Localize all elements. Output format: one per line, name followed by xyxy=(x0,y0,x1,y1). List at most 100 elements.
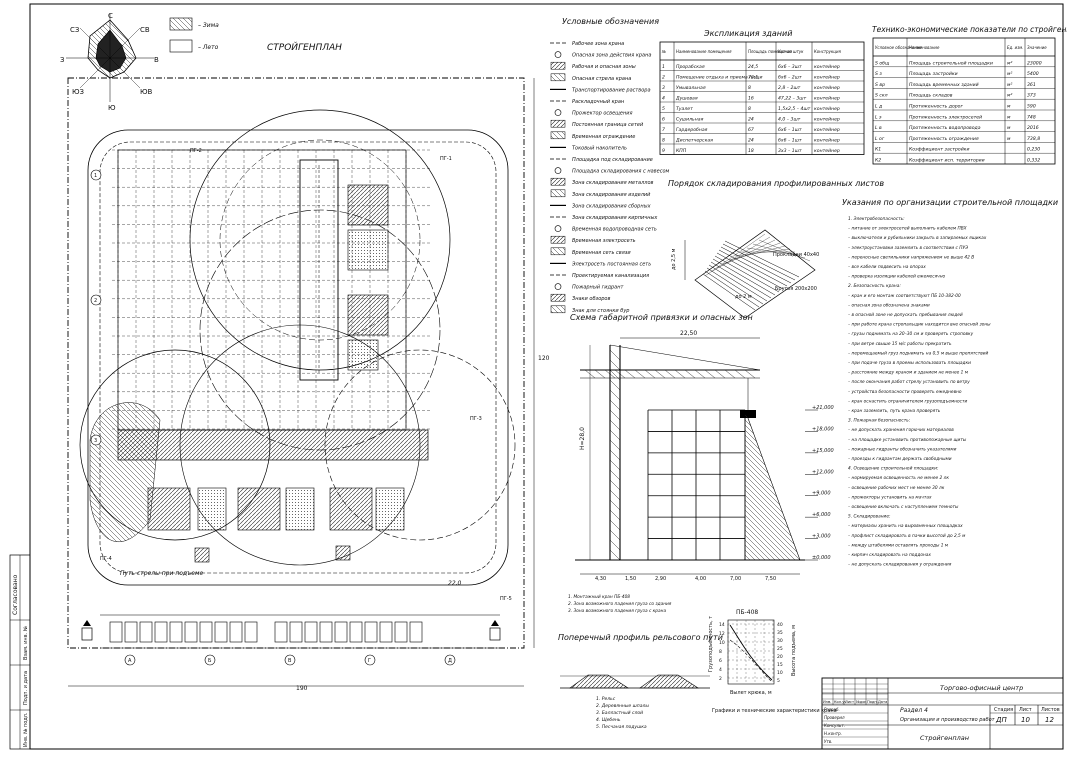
stamp-col-label: Подп. xyxy=(867,700,878,704)
storage-block-3 xyxy=(347,294,389,336)
table-cell: Помещение отдыха и приема пищи xyxy=(676,75,763,81)
instruction-line: – в опасной зоне не допускать пребывания… xyxy=(848,312,963,318)
compass-n: С xyxy=(108,12,113,20)
table-cell: Туалет xyxy=(676,106,693,112)
instruction-line: – кран и его монтаж соответствуют ПБ 10-… xyxy=(848,293,961,299)
table-header-cell: Наименование помещения xyxy=(676,49,732,54)
table-cell: контейнер xyxy=(814,117,840,123)
instruction-line: – не допускать складирования у ограждени… xyxy=(848,563,952,568)
table-cell: м² xyxy=(1007,72,1012,77)
table-header-cell: Кол-во штук xyxy=(778,49,804,54)
crane-section-title: Схема габаритной привязки и опасных зон xyxy=(570,313,753,322)
temp-building xyxy=(229,621,243,643)
temp-building xyxy=(334,621,348,643)
crane-note: 2. Зона возможного падения груза со здан… xyxy=(568,601,672,607)
instruction-line: – опасная зона обозначена знаками xyxy=(848,302,930,308)
gate-left xyxy=(81,620,93,641)
wind-summer-label: – Лето xyxy=(198,44,219,51)
chart-right-tick: 5 xyxy=(777,678,780,684)
table-cell: 6 xyxy=(662,117,665,123)
instruction-line: – материалы хранить на выровненных площа… xyxy=(848,524,963,529)
wind-winter-label: – Зима xyxy=(198,22,219,29)
temp-building xyxy=(289,621,303,643)
temp-building xyxy=(214,621,228,643)
chart-right-tick: 30 xyxy=(777,638,783,644)
instruction-line: – питание от электросетей выполнить кабе… xyxy=(848,226,968,232)
axis-marker-label: 2 xyxy=(94,298,97,304)
storage-block-2 xyxy=(347,229,389,271)
table-cell: контейнер xyxy=(814,64,840,70)
table-cell: К2 xyxy=(875,158,881,164)
compass-s: Ю xyxy=(108,104,116,112)
tep-table: Технико-экономические показатели по стро… xyxy=(872,25,1067,165)
stamp-role: Проверил xyxy=(824,715,845,720)
axis-marker xyxy=(90,434,102,446)
storage-block-8 xyxy=(285,487,315,531)
table-cell: S з xyxy=(875,71,882,77)
table-cell: 24 xyxy=(748,117,754,123)
table-cell: 1,5х2,5 – 4шт xyxy=(778,106,811,112)
chart-right-tick: 25 xyxy=(777,646,783,652)
legend-item-label: Временная электросеть xyxy=(572,238,636,244)
table-cell: 16 xyxy=(748,96,754,102)
temp-building xyxy=(184,621,198,643)
rail-item: 5. Песчаная подушка xyxy=(596,724,647,730)
table-cell: S общ xyxy=(875,60,890,66)
table-cell: контейнер xyxy=(814,138,840,144)
table-cell: 2,8 – 2шт xyxy=(778,85,801,91)
axis-marker xyxy=(364,654,376,666)
temp-building xyxy=(409,621,423,643)
site-plan: СТРОЙГЕНПЛАН С СВ В ЮВ Ю ЮЗ З СЗ – Зима … xyxy=(60,12,550,692)
temp-building xyxy=(274,621,288,643)
stamp-stage: ДП xyxy=(995,716,1007,724)
bottom-dim: 1,50 xyxy=(625,576,636,582)
compass-e: В xyxy=(154,56,159,64)
chart-left-tick: 6 xyxy=(719,658,722,664)
instructions-title: Указания по организации строительной пло… xyxy=(842,198,1058,207)
level-mark: +9,000 xyxy=(812,491,831,497)
instruction-line: – переносные светильники напряжением не … xyxy=(848,254,974,260)
table-cell: Гардеробная xyxy=(676,127,708,133)
table-cell: Протяженность ограждения xyxy=(909,136,979,142)
level-mark: +6,000 xyxy=(812,512,831,518)
instruction-line: 2. Безопасность крана: xyxy=(848,283,901,289)
table-cell: 2 xyxy=(662,75,665,81)
table-cell: Площадь строительной площадки xyxy=(909,60,993,66)
legend-item-label: Пожарный гидрант xyxy=(572,285,624,291)
compass-nw: СЗ xyxy=(70,26,80,34)
stamp-col-label: Лист xyxy=(845,700,854,704)
table-cell: 18 xyxy=(748,148,754,154)
gate-label: ПГ-5 xyxy=(500,596,512,602)
temp-building xyxy=(139,621,153,643)
instruction-line: – при подаче груза в проемы использовать… xyxy=(848,361,971,366)
table-header-cell: Конструкция xyxy=(814,49,841,54)
table-cell: м xyxy=(1007,126,1011,131)
crane-track-1 xyxy=(299,159,339,381)
legend-item-label: Зона складирования кирпичных xyxy=(572,215,657,221)
stamp-col-label: Изм. xyxy=(823,700,831,704)
crane-radius-5 xyxy=(324,349,516,541)
table-cell: 8 xyxy=(662,138,665,144)
table-cell: L ог xyxy=(875,136,885,142)
crane-top-dim: 22,50 xyxy=(680,330,697,337)
table-cell: 748 xyxy=(1027,114,1036,120)
instruction-line: – прожекторы установить на мачтах xyxy=(848,495,932,500)
legend-item-label: Опасная стрела крана xyxy=(572,76,631,82)
table-cell: К1 xyxy=(875,147,881,153)
legend-item-label: Площадка под складирование xyxy=(572,157,653,163)
compass-se: ЮВ xyxy=(140,88,153,96)
table-cell: Душевая xyxy=(675,96,698,102)
table-cell: 6х6 – 1шт xyxy=(778,127,802,133)
level-mark: ±0,000 xyxy=(812,555,831,561)
stamp-role: Разраб. xyxy=(824,707,840,712)
legend-item-label: Временная ограждение xyxy=(572,134,635,140)
stamp-section: Раздел 4 xyxy=(900,707,928,714)
storage-block-6 xyxy=(197,487,227,531)
bottom-dim: 7,50 xyxy=(765,576,776,582)
stamp-sheet-label: Лист xyxy=(1019,707,1032,713)
table-cell: 24,5 xyxy=(748,64,758,70)
stack-pads: Прокладки 40х40 xyxy=(773,252,819,258)
table-cell: 6х6 – 1шт xyxy=(778,138,802,144)
legend-item-label: Раскладочный кран xyxy=(572,99,625,105)
site-annotation: 22,0 xyxy=(448,580,462,587)
